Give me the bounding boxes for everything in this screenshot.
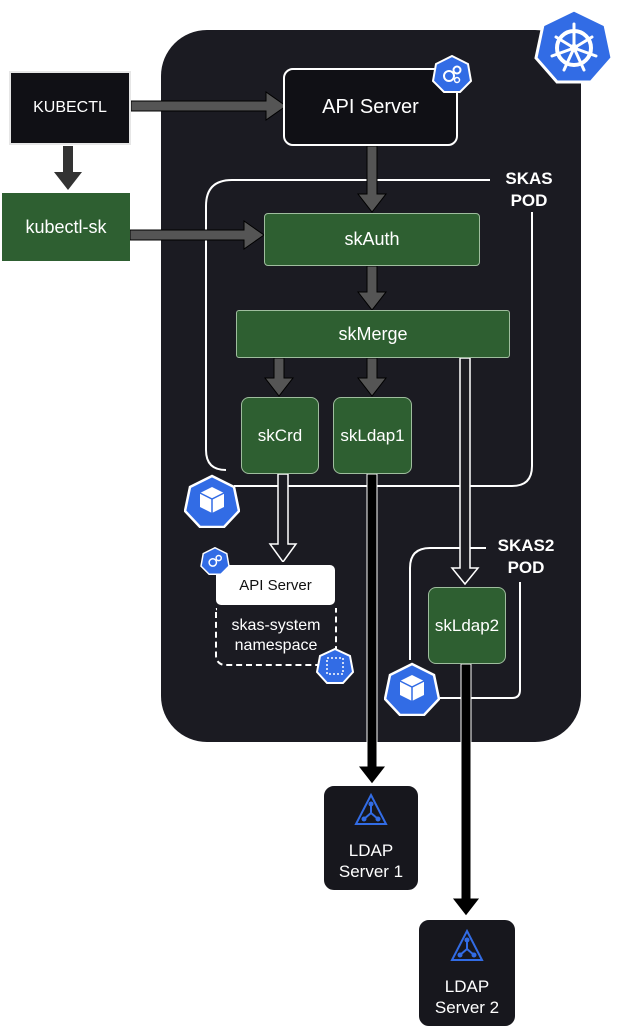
control-plane-icon [432, 55, 472, 93]
arrow-skldap1-to-ldap1 [356, 473, 388, 785]
skas-pod-line1: SKAS [505, 169, 553, 188]
arrow-skmerge-to-skcrd [263, 357, 295, 397]
ldap-server-1: LDAP Server 1 [322, 784, 420, 892]
skldap2-node: skLdap2 [428, 587, 506, 664]
skcrd-node: skCrd [241, 397, 319, 474]
arrow-api-to-skauth [356, 145, 388, 213]
arrow-kubectlsk-to-skauth [129, 220, 265, 250]
namespace-line1: skas-system [231, 617, 321, 634]
skldap2-label: skLdap2 [434, 615, 500, 635]
skmerge-label: skMerge [338, 323, 408, 344]
skas-pod-label: SKAS POD [496, 168, 562, 212]
skas-pod-border-right [234, 212, 533, 487]
kubectl-sk-label: kubectl-sk [25, 216, 107, 237]
skldap1-label: skLdap1 [340, 425, 405, 445]
ldap-2-line1: LDAP [444, 977, 490, 996]
api-server-label: API Server [322, 95, 419, 118]
kubernetes-logo-icon [534, 8, 614, 84]
arrow-kubectl-to-kubectlsk [54, 146, 82, 190]
ldap-2-line2: Server 2 [434, 998, 500, 1017]
skas-pod-line2: POD [510, 191, 548, 210]
pod-cube-icon [384, 662, 440, 716]
api-server-small-node: API Server [213, 562, 338, 608]
skldap1-node: skLdap1 [333, 397, 412, 474]
kubectl-label: KUBECTL [33, 99, 107, 116]
namespace-box: skas-system namespace [215, 608, 337, 666]
skas2-pod-line2: POD [507, 558, 545, 577]
api-server-small-label: API Server [239, 576, 312, 594]
skas2-pod-line1: SKAS2 [497, 536, 555, 555]
namespace-icon [316, 648, 354, 684]
ldap-tree-icon [450, 928, 484, 961]
kubectl-node: KUBECTL [9, 71, 131, 145]
skas-pod-border [205, 179, 490, 471]
skmerge-node: skMerge [236, 310, 510, 358]
skas2-pod-border-right [440, 582, 521, 699]
api-server-node: API Server [283, 68, 458, 146]
arrow-skauth-to-skmerge [356, 265, 388, 311]
arrow-skmerge-to-skldap1 [356, 357, 388, 397]
kubectl-sk-node: kubectl-sk [2, 193, 130, 261]
arrow-kubectl-to-api [130, 91, 287, 121]
arrow-skcrd-to-api-small [268, 473, 298, 564]
ldap-1-line2: Server 1 [338, 862, 404, 881]
arrow-skldap2-to-ldap2 [450, 663, 482, 917]
ldap-server-2: LDAP Server 2 [417, 918, 517, 1028]
skas2-pod-label: SKAS2 POD [488, 535, 564, 579]
namespace-line2: namespace [234, 637, 318, 654]
skas2-pod-border [409, 547, 486, 660]
ldap-tree-icon [354, 792, 388, 825]
control-plane-icon [200, 547, 230, 575]
skauth-node: skAuth [264, 213, 480, 266]
pod-cube-icon [184, 474, 240, 528]
arrow-skmerge-to-skldap2 [450, 357, 480, 586]
skauth-label: skAuth [344, 229, 400, 249]
skcrd-label: skCrd [257, 425, 303, 445]
ldap-1-line1: LDAP [348, 841, 394, 860]
